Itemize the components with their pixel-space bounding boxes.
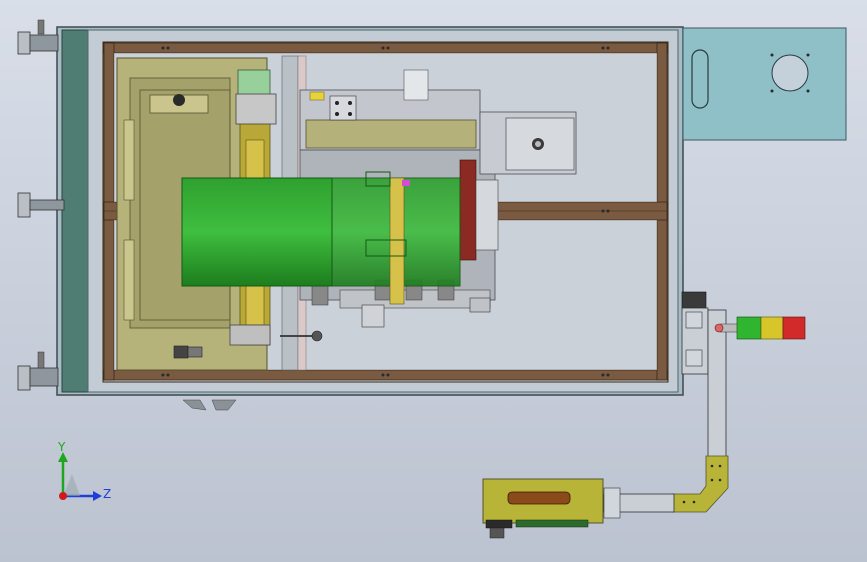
signal-arm bbox=[681, 291, 739, 459]
drive-shaft-bottom bbox=[229, 284, 271, 346]
knob bbox=[280, 330, 323, 342]
triad-z-label: Z bbox=[103, 487, 112, 501]
motor-mount-plate bbox=[682, 27, 847, 141]
controller-box bbox=[482, 478, 604, 539]
base-feet bbox=[182, 399, 237, 411]
green-roller bbox=[181, 171, 461, 305]
orientation-triad bbox=[58, 452, 102, 501]
signal-stack-light bbox=[736, 316, 806, 340]
triad-y-label: Y bbox=[58, 440, 66, 454]
drive-shaft-top bbox=[235, 69, 277, 181]
controller-arm bbox=[603, 455, 729, 519]
triad-origin bbox=[59, 492, 67, 500]
left-hinges bbox=[17, 19, 65, 391]
